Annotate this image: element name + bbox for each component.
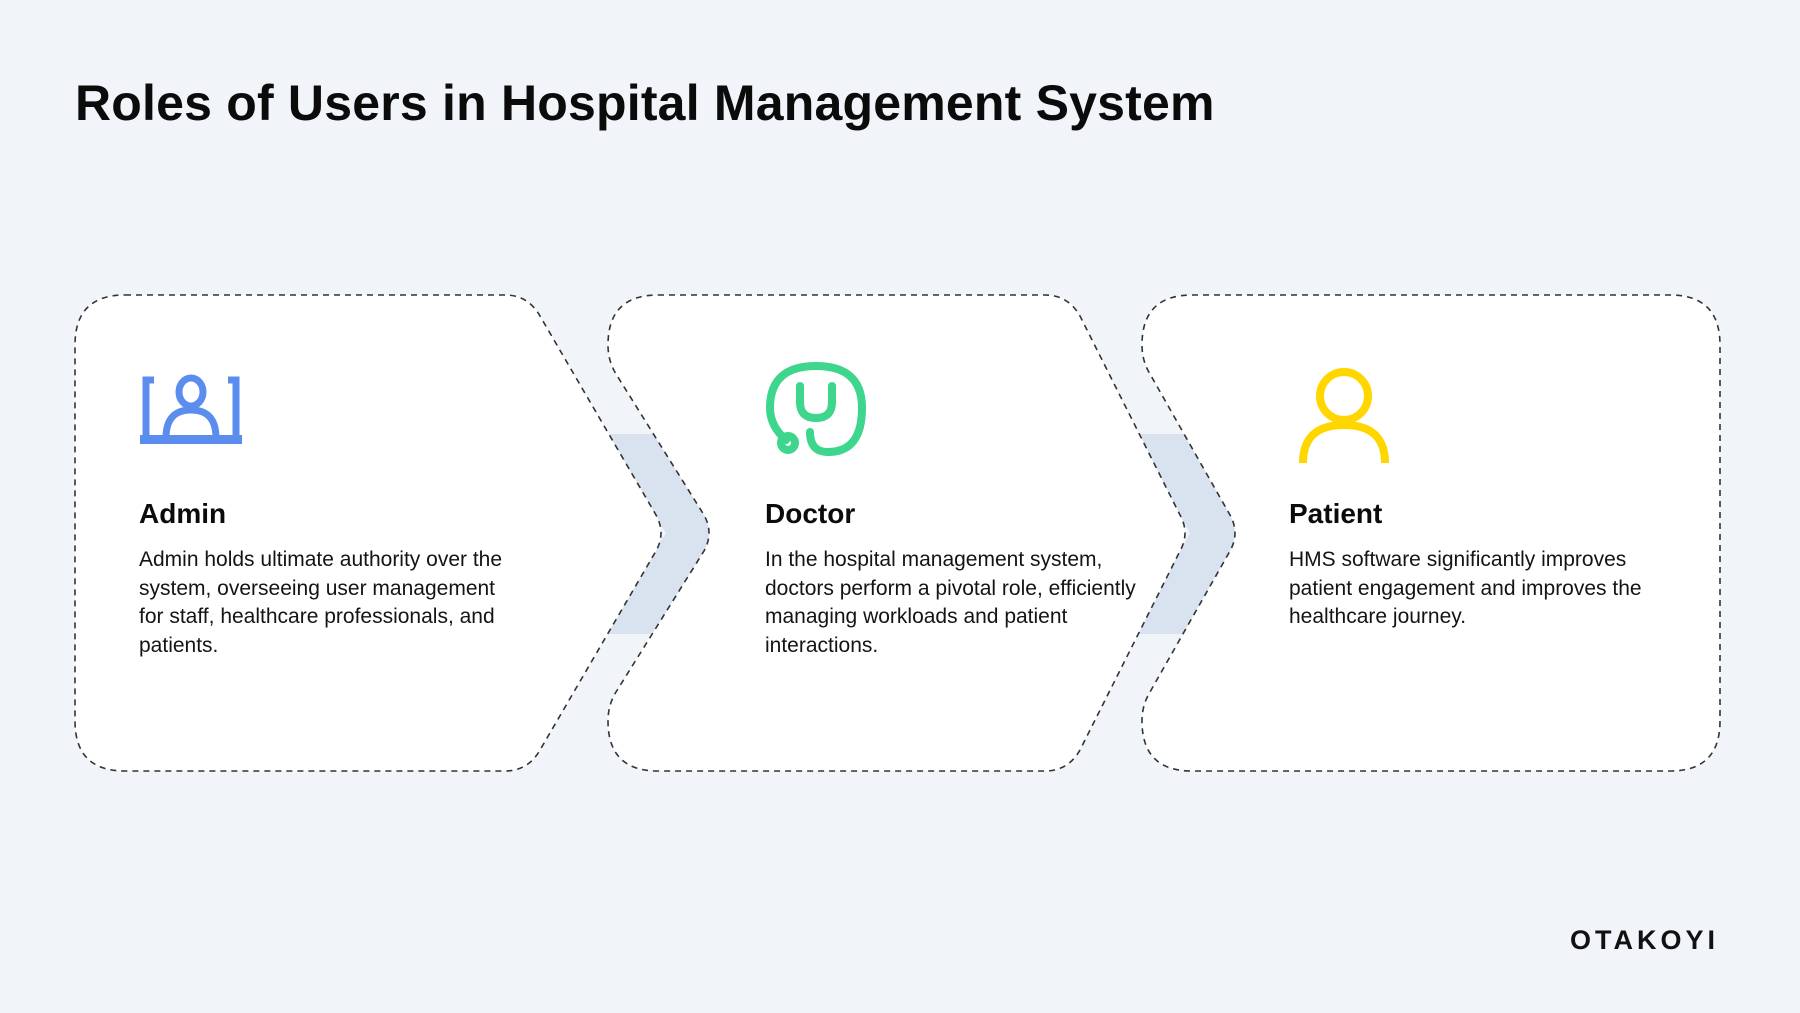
stethoscope-icon	[766, 361, 866, 457]
role-description: HMS software significantly improves pati…	[1289, 548, 1642, 629]
card-admin	[74, 294, 662, 772]
role-admin: Admin Admin holds ultimate authority ove…	[139, 498, 519, 661]
role-patient: Patient HMS software significantly impro…	[1289, 498, 1649, 632]
role-description: Admin holds ultimate authority over the …	[139, 548, 503, 658]
role-title: Admin	[139, 498, 227, 529]
card-patient	[1141, 294, 1721, 772]
brand-logo: OTAKOYI	[1570, 925, 1719, 955]
role-description: In the hospital management system, docto…	[765, 548, 1136, 658]
person-icon	[1299, 368, 1389, 464]
admin-user-icon	[140, 374, 242, 444]
role-title: Doctor	[765, 498, 856, 529]
role-title: Patient	[1289, 498, 1383, 529]
role-doctor: Doctor In the hospital management system…	[765, 498, 1145, 661]
card-doctor	[607, 294, 1186, 772]
page-title: Roles of Users in Hospital Management Sy…	[75, 75, 1215, 131]
